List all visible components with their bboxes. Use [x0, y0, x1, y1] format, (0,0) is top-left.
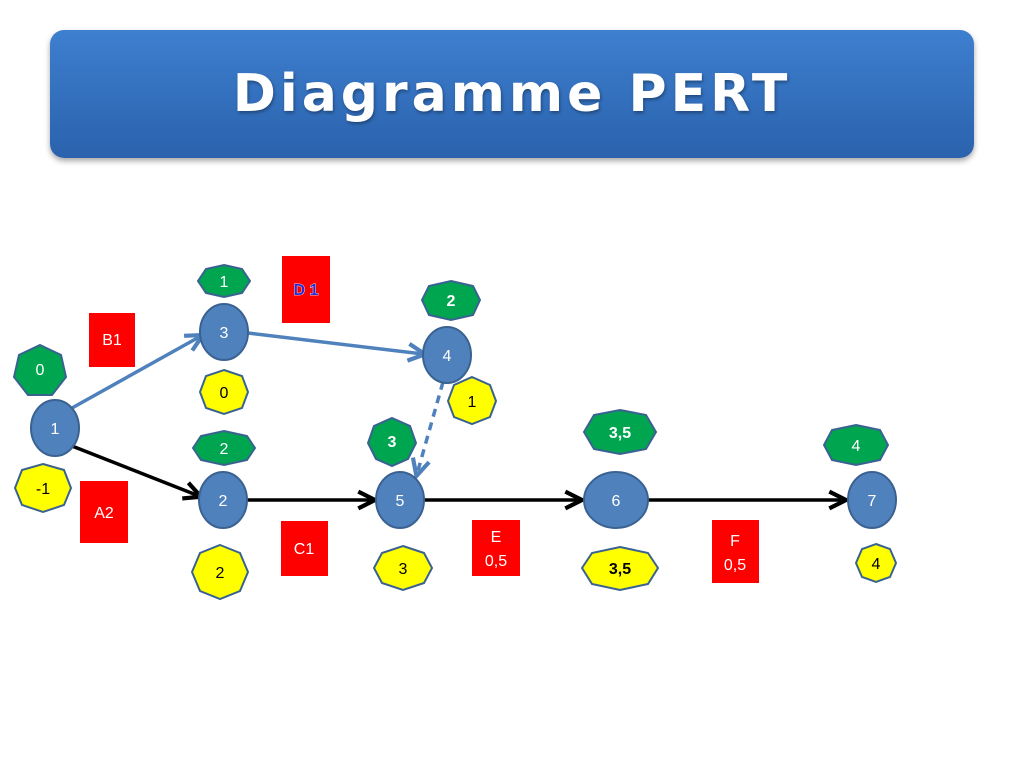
node-2-label: 2 [219, 493, 228, 510]
edge-1-2 [71, 444, 199, 496]
late-date-node-6-value: 3,5 [609, 561, 631, 578]
late-date-node-1-value: -1 [36, 481, 50, 498]
late-date-node-4: 1 [446, 375, 498, 426]
node-2: 2 [198, 471, 248, 529]
node-4-label: 4 [443, 348, 452, 365]
late-date-node-5-value: 3 [399, 561, 408, 578]
task-a-box: A2 [80, 481, 128, 543]
page-title: Diagramme PERT [232, 64, 792, 124]
edge-3-4 [247, 331, 423, 354]
late-date-node-3: 0 [198, 368, 250, 416]
early-date-node-4: 2 [420, 279, 482, 322]
task-f-label: F [730, 533, 740, 550]
late-date-node-5: 3 [372, 544, 434, 592]
late-date-node-3-value: 0 [220, 385, 229, 402]
node-6: 6 [583, 471, 649, 529]
early-date-node-5: 3 [366, 416, 418, 468]
node-5: 5 [375, 471, 425, 529]
node-3: 3 [199, 303, 249, 361]
late-date-node-2-value: 2 [216, 565, 225, 582]
edge-4-5-dummy [417, 381, 445, 474]
early-date-node-1-value: 0 [36, 362, 45, 379]
late-date-node-2: 2 [190, 543, 250, 601]
early-date-node-2-value: 2 [220, 441, 229, 458]
node-7-label: 7 [868, 493, 877, 510]
late-date-node-1: -1 [13, 462, 73, 514]
task-a-label: A2 [94, 505, 114, 522]
task-c-label: C1 [294, 541, 315, 558]
task-f-box: F 0,5 [712, 520, 759, 583]
node-5-label: 5 [396, 493, 405, 510]
node-6-label: 6 [612, 493, 621, 510]
title-banner: Diagramme PERT [50, 30, 974, 158]
late-date-node-7-value: 4 [872, 556, 881, 573]
task-d-label: D 1 [294, 282, 319, 299]
task-e-box: E 0,5 [472, 520, 520, 576]
early-date-node-4-value: 2 [447, 293, 456, 310]
task-c-box: C1 [281, 521, 328, 576]
node-4: 4 [422, 326, 472, 384]
task-f-duration: 0,5 [724, 557, 746, 574]
late-date-node-6: 3,5 [580, 545, 660, 592]
task-b-label: B1 [102, 332, 122, 349]
early-date-node-7-value: 4 [852, 438, 861, 455]
node-1: 1 [30, 399, 80, 457]
edge-1-3 [71, 336, 201, 410]
task-e-duration: 0,5 [485, 553, 507, 570]
node-1-label: 1 [51, 421, 60, 438]
early-date-node-2: 2 [191, 429, 257, 467]
node-3-label: 3 [220, 325, 229, 342]
early-date-node-7: 4 [822, 423, 890, 467]
early-date-node-3-value: 1 [220, 274, 229, 291]
task-d-box: D 1 [282, 256, 330, 323]
early-date-node-6: 3,5 [582, 408, 658, 456]
early-date-node-1: 0 [12, 343, 68, 396]
task-e-label: E [491, 529, 502, 546]
early-date-node-3: 1 [196, 263, 252, 299]
late-date-node-7: 4 [854, 542, 898, 584]
task-b-box: B1 [89, 313, 135, 367]
early-date-node-5-value: 3 [388, 434, 397, 451]
late-date-node-4-value: 1 [468, 394, 477, 411]
node-7: 7 [847, 471, 897, 529]
early-date-node-6-value: 3,5 [609, 425, 631, 442]
